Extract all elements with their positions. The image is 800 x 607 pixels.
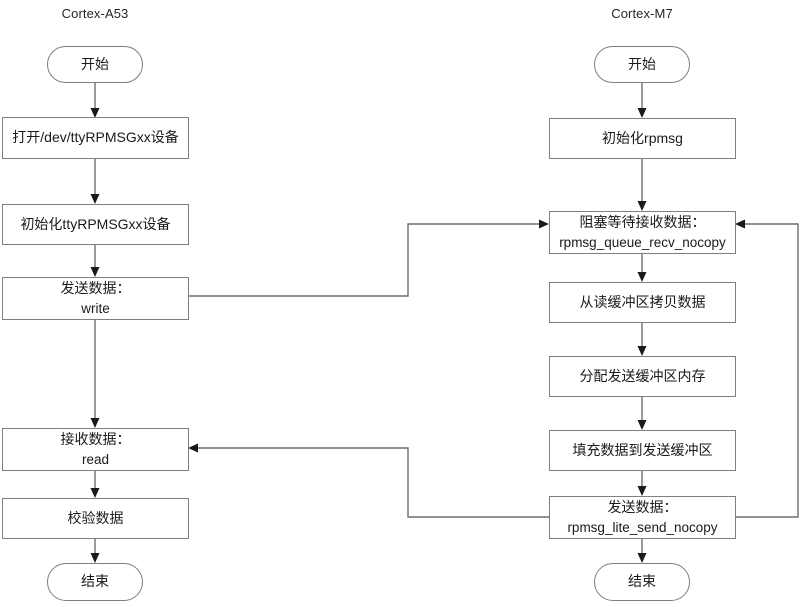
node-m7-init-rpmsg-label: 初始化rpmsg (602, 129, 683, 146)
node-m7-block-receive-label: 阻塞等待接收数据： (579, 213, 706, 230)
connector-m7-block-to-copy (637, 253, 647, 282)
node-a53-init-device[interactable]: 初始化ttyRPMSGxx设备 (2, 204, 189, 245)
node-m7-block-receive[interactable]: 阻塞等待接收数据： rpmsg_queue_recv_nocopy (549, 211, 736, 254)
node-m7-fill-send-buffer-label: 填充数据到发送缓冲区 (572, 441, 713, 458)
node-a53-verify-data-label: 校验数据 (67, 509, 124, 526)
node-m7-send-data[interactable]: 发送数据： rpmsg_lite_send_nocopy (549, 496, 736, 539)
node-a53-receive-data-label: 接收数据： (60, 430, 131, 447)
connector-m7-copy-to-alloc (637, 322, 647, 356)
node-a53-init-device-label: 初始化ttyRPMSGxx设备 (20, 215, 171, 232)
connector-m7-send-to-a53-read (188, 443, 549, 518)
node-a53-verify-data[interactable]: 校验数据 (2, 498, 189, 539)
lane-title-cortex-a53: Cortex-A53 (61, 6, 129, 21)
connector-m7-fill-to-send (637, 470, 647, 496)
node-a53-end-label: 结束 (81, 573, 109, 590)
connector-a53-send-to-recv (90, 319, 100, 428)
node-a53-send-data[interactable]: 发送数据： write (2, 277, 189, 320)
node-m7-block-receive-api: rpmsg_queue_recv_nocopy (559, 234, 726, 250)
node-a53-start[interactable]: 开始 (47, 46, 143, 83)
lane-title-cortex-m7: Cortex-M7 (611, 6, 673, 21)
connector-a53-start-to-open (90, 82, 100, 118)
connector-a53-verify-to-end (90, 538, 100, 563)
connector-a53-recv-to-verify (90, 470, 100, 498)
connector-m7-send-loopback (735, 219, 799, 518)
connector-m7-start-to-init (637, 82, 647, 118)
node-m7-init-rpmsg[interactable]: 初始化rpmsg (549, 118, 736, 159)
node-a53-receive-data-api: read (81, 451, 110, 467)
connector-a53-init-to-send (90, 244, 100, 277)
node-a53-receive-data[interactable]: 接收数据： read (2, 428, 189, 471)
node-m7-send-data-api: rpmsg_lite_send_nocopy (567, 519, 718, 535)
node-a53-send-data-api: write (81, 300, 110, 316)
node-m7-copy-read-buffer[interactable]: 从读缓冲区拷贝数据 (549, 282, 736, 323)
node-m7-copy-read-buffer-label: 从读缓冲区拷贝数据 (579, 293, 706, 310)
connector-m7-init-to-block (637, 158, 647, 211)
node-m7-end-label: 结束 (628, 573, 656, 590)
node-a53-open-device[interactable]: 打开/dev/ttyRPMSGxx设备 (2, 117, 189, 159)
node-m7-send-data-label: 发送数据： (607, 498, 678, 515)
node-m7-end[interactable]: 结束 (594, 563, 690, 601)
node-m7-start-label: 开始 (628, 55, 656, 72)
node-m7-fill-send-buffer[interactable]: 填充数据到发送缓冲区 (549, 430, 736, 471)
node-a53-send-data-label: 发送数据： (60, 279, 131, 296)
connector-a53-open-to-init (90, 158, 100, 204)
node-a53-open-device-label: 打开/dev/ttyRPMSGxx设备 (12, 129, 179, 146)
node-a53-end[interactable]: 结束 (47, 563, 143, 601)
node-a53-start-label: 开始 (81, 55, 109, 72)
connector-m7-send-to-end (637, 538, 647, 563)
node-m7-alloc-send-buffer[interactable]: 分配发送缓冲区内存 (549, 356, 736, 397)
connector-a53-write-to-m7-block (188, 219, 549, 297)
node-m7-alloc-send-buffer-label: 分配发送缓冲区内存 (579, 367, 706, 384)
connector-m7-alloc-to-fill (637, 396, 647, 430)
node-m7-start[interactable]: 开始 (594, 46, 690, 83)
